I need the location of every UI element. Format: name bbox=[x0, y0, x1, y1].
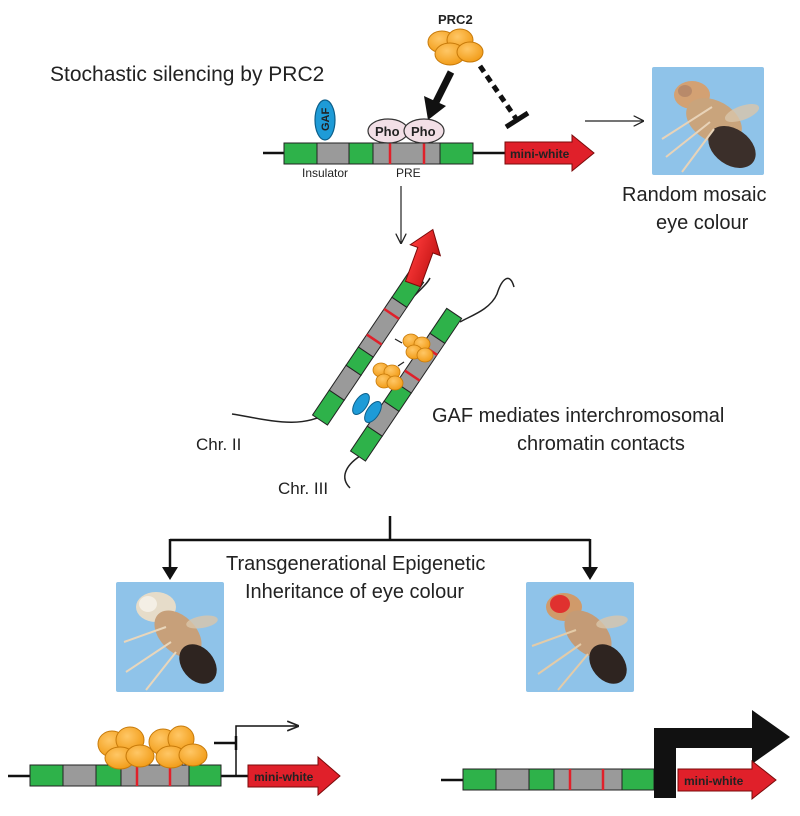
title: Stochastic silencing by PRC2 bbox=[50, 63, 324, 86]
transgene-construct-silenced bbox=[29, 764, 222, 787]
mini-white-gene-active: mini-white bbox=[677, 759, 777, 801]
insulator-label: Insulator bbox=[302, 166, 348, 180]
inheritance-line1: Transgenerational Epigenetic bbox=[226, 553, 485, 575]
mosaic-label-line1: Random mosaic bbox=[622, 184, 767, 206]
gaf-contacts-line2: chromatin contacts bbox=[517, 433, 685, 455]
mini-white-label-silenced: mini-white bbox=[254, 770, 314, 784]
pre-label: PRE bbox=[396, 166, 421, 180]
fly-photo-white-eye bbox=[116, 582, 224, 692]
mini-white-gene-top: mini-white bbox=[504, 133, 595, 173]
chr2-label: Chr. II bbox=[196, 435, 241, 454]
chr3-label: Chr. III bbox=[278, 479, 328, 498]
prc2-inhibition-line bbox=[477, 64, 530, 130]
prc2-recruitment-arrow bbox=[424, 70, 455, 120]
mosaic-label-line2: eye colour bbox=[656, 212, 749, 234]
promoter-arrow-weak bbox=[235, 726, 298, 776]
prc2-complex-top bbox=[427, 28, 484, 66]
promoter-arrow-strong bbox=[654, 710, 790, 798]
inheritance-line2: Inheritance of eye colour bbox=[245, 581, 464, 603]
prc2-complex-silenced bbox=[97, 725, 208, 770]
transgene-construct-active bbox=[462, 768, 655, 791]
fly-photo-red-eye bbox=[526, 582, 634, 692]
transgene-construct-top bbox=[283, 142, 474, 165]
gaf-label: GAF bbox=[320, 108, 332, 132]
pho-label-2: Pho bbox=[411, 124, 436, 139]
prc2-label: PRC2 bbox=[438, 12, 473, 27]
inhibition-bar-small bbox=[214, 736, 238, 750]
gaf-contacts-line1: GAF mediates interchromosomal bbox=[432, 405, 724, 427]
mini-white-label-active: mini-white bbox=[684, 774, 744, 788]
pho-label-1: Pho bbox=[375, 124, 400, 139]
pho-proteins: Pho Pho bbox=[367, 118, 445, 144]
mini-white-gene-silenced: mini-white bbox=[247, 755, 341, 797]
inheritance-branch-arrows bbox=[162, 516, 598, 580]
gaf-protein-top: GAF bbox=[314, 99, 336, 141]
paired-chromosomes bbox=[231, 228, 515, 489]
fly-photo-mosaic bbox=[652, 67, 764, 175]
mini-white-label-top: mini-white bbox=[510, 147, 570, 161]
